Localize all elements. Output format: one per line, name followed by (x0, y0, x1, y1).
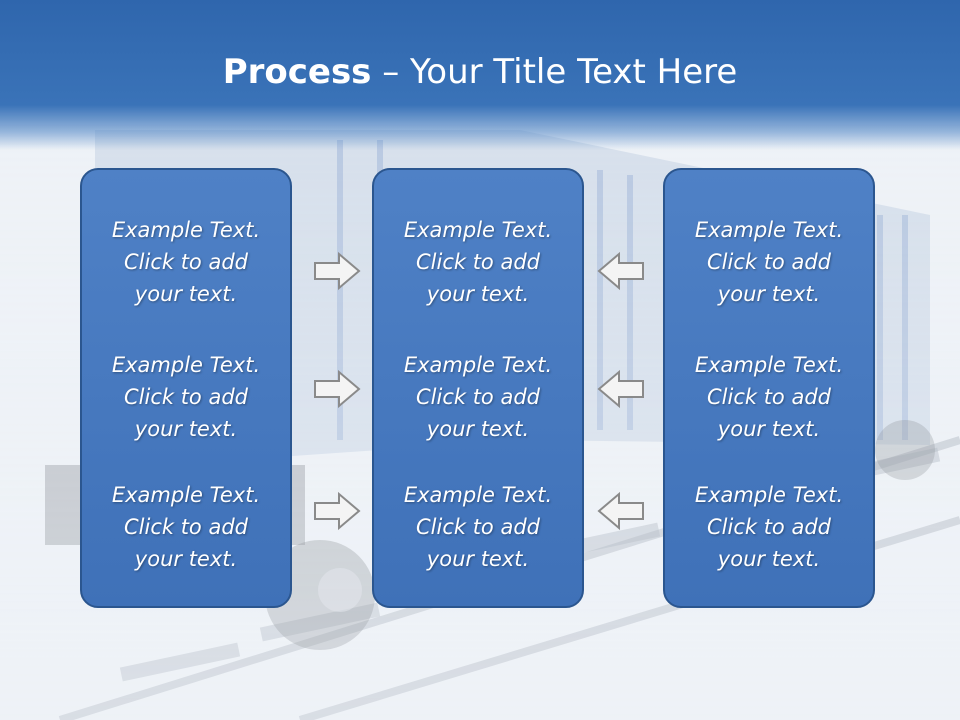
arrow-right-icon (314, 251, 361, 291)
arrow-left-icon (597, 369, 644, 409)
slide-title[interactable]: Process – Your Title Text Here (222, 52, 738, 92)
arrow-left-icon (597, 251, 644, 291)
title-bar (0, 0, 960, 150)
arrow-left-icon (597, 491, 644, 531)
arrow-right-icon (314, 369, 361, 409)
arrow-right-icon (314, 491, 361, 531)
